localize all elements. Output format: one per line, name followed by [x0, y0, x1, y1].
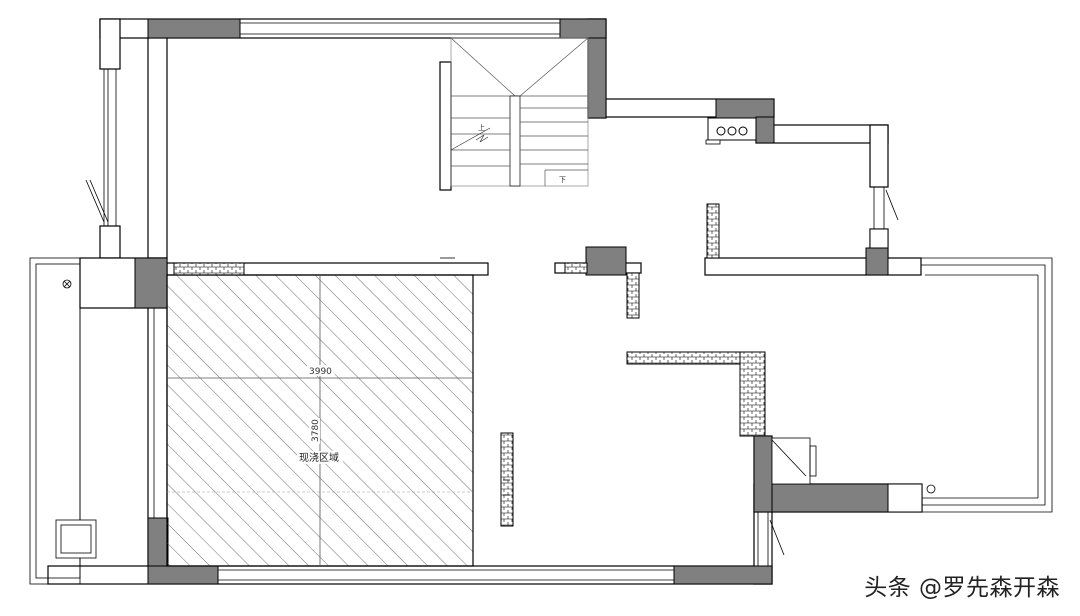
- wall-kitchen-top-2: [755, 124, 889, 144]
- column-stair-right: [587, 37, 607, 119]
- stove: [705, 117, 757, 145]
- brick-lower-v: [739, 351, 766, 437]
- brick-center-v: [626, 272, 640, 319]
- wall-left-upper: [99, 18, 121, 70]
- brick-center-h: [564, 262, 588, 274]
- staircase: [450, 37, 589, 187]
- wall-end-top-right: [869, 228, 889, 249]
- column-top-right: [559, 18, 607, 39]
- column-right-lower-2: [771, 483, 889, 513]
- wall-inner-left: [147, 37, 168, 259]
- brick-lower-small: [500, 432, 514, 527]
- balcony-left: [29, 257, 155, 585]
- windows: [85, 22, 899, 581]
- column-bottom-right: [673, 565, 773, 585]
- wall-mid-right: [704, 257, 922, 276]
- column-center: [585, 246, 627, 276]
- stair-up-label: 上: [478, 123, 485, 132]
- column-left-mid: [134, 257, 168, 309]
- wall-left-upper-2: [99, 225, 121, 259]
- brick-walls: [173, 203, 766, 527]
- brick-right-v: [706, 203, 720, 259]
- watermark: 头条 @罗先森开森: [862, 568, 1062, 602]
- column-kitchen-side: [755, 116, 775, 144]
- stair-down-label: 下: [559, 176, 566, 184]
- dimension-width-label: 3990: [309, 367, 332, 377]
- dimension-height-label: 3780: [311, 419, 321, 442]
- columns: [134, 18, 889, 585]
- column-bottom-left-2: [147, 565, 219, 585]
- column-right-mid: [865, 247, 889, 276]
- balcony-right: [921, 257, 1053, 513]
- area-label: 现浇区域: [299, 451, 339, 464]
- column-right-lower: [753, 435, 773, 513]
- cast-in-place-area: 3990 3780 现浇区域: [166, 274, 474, 567]
- wall-end-right: [887, 483, 923, 513]
- brick-top-left: [173, 262, 245, 276]
- fixture-lower-right: [771, 437, 817, 485]
- wall-stair-left: [439, 61, 452, 191]
- column-top-left: [147, 18, 241, 39]
- wall-kitchen-right: [869, 124, 889, 188]
